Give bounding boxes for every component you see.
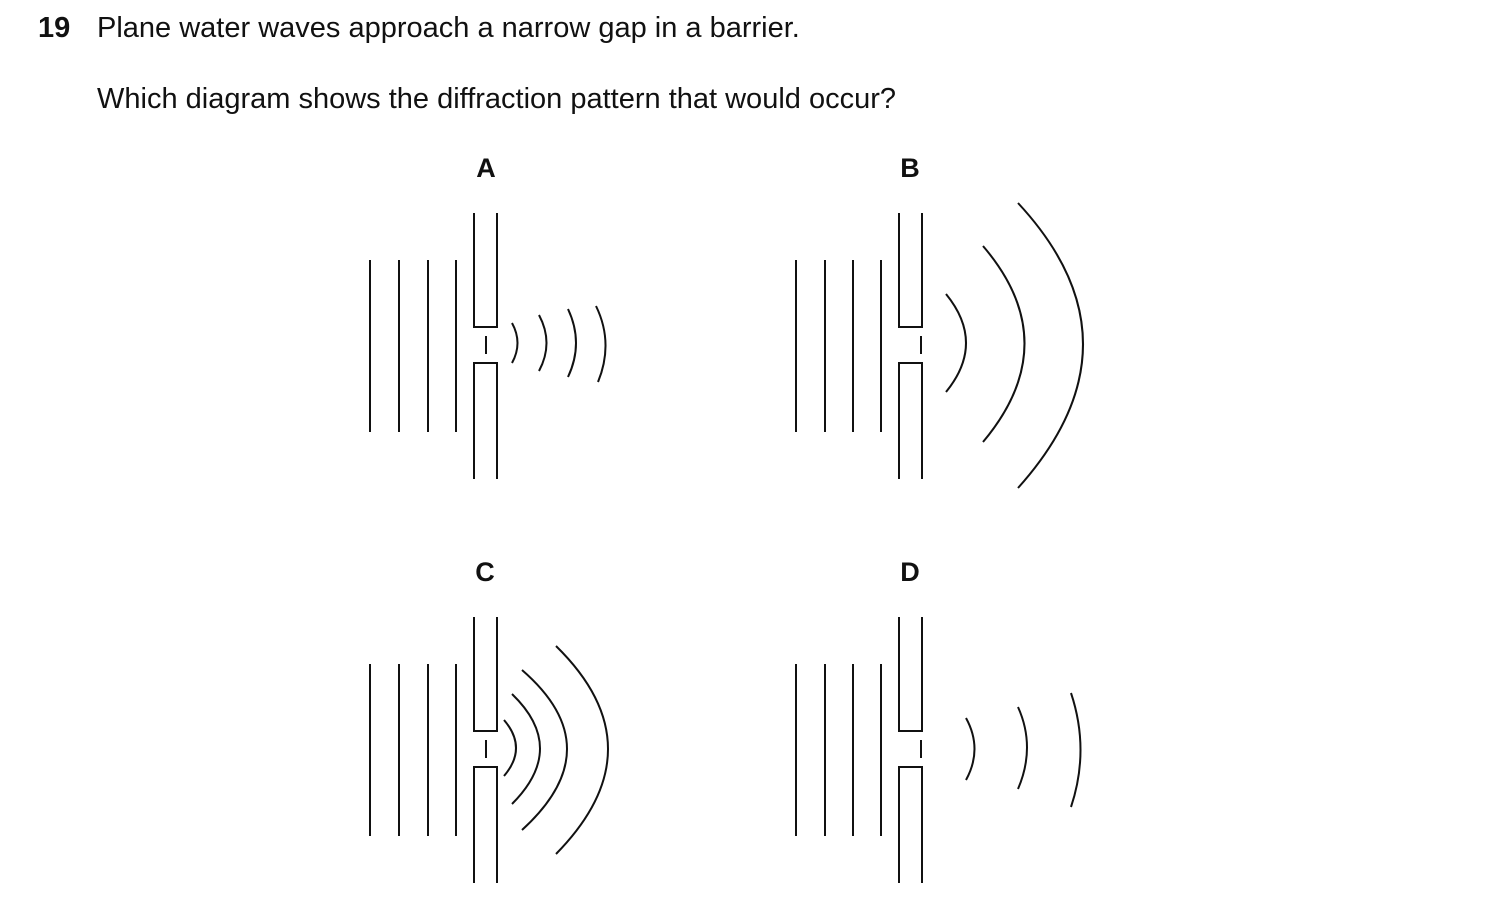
option-d-label[interactable]: D: [900, 557, 920, 587]
barrier: [473, 617, 498, 883]
diagram-d[interactable]: [795, 617, 1082, 883]
barrier: [898, 617, 923, 883]
barrier: [898, 213, 923, 479]
barrier: [473, 213, 498, 479]
question-number: 19: [38, 12, 71, 44]
incident-wavefronts: [369, 260, 457, 432]
option-a-label[interactable]: A: [476, 153, 496, 183]
diagram-a[interactable]: [369, 213, 607, 479]
diffracted-wavefronts: [503, 645, 609, 855]
diffracted-wavefronts: [965, 692, 1082, 808]
question-stem: Plane water waves approach a narrow gap …: [97, 12, 800, 44]
option-c-label[interactable]: C: [475, 557, 495, 587]
diffracted-wavefronts: [511, 305, 607, 383]
incident-wavefronts: [369, 664, 457, 836]
diagram-b[interactable]: [795, 202, 1084, 489]
diagram-c[interactable]: [369, 617, 609, 883]
option-b-label[interactable]: B: [900, 153, 920, 183]
incident-wavefronts: [795, 664, 882, 836]
incident-wavefronts: [795, 260, 882, 432]
question-prompt: Which diagram shows the diffraction patt…: [97, 83, 896, 115]
diffracted-wavefronts: [945, 202, 1084, 489]
